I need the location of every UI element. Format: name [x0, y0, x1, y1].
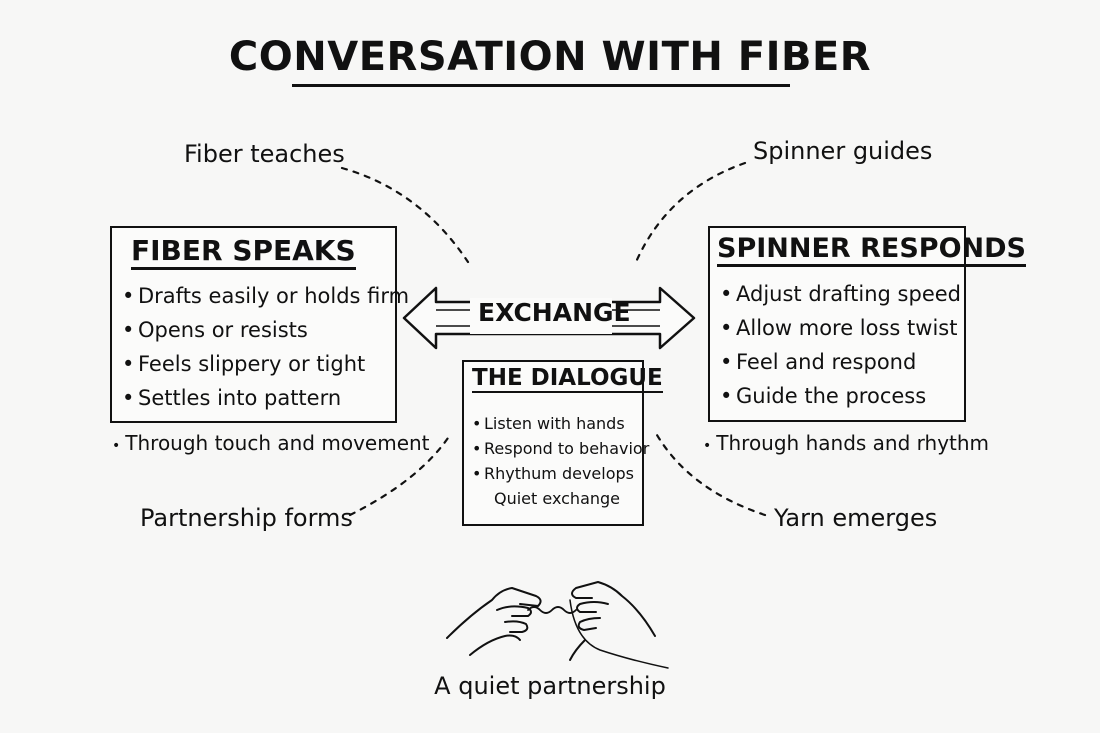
list-item: •Listen with hands — [472, 414, 625, 433]
list-item: •Guide the process — [720, 384, 927, 408]
spinning-hands-icon — [446, 581, 669, 669]
connector-spinner-guides — [634, 161, 747, 264]
exchange-label: EXCHANGE — [478, 298, 631, 327]
list-item: •Adjust drafting speed — [720, 282, 962, 306]
label-yarn-emerges: Yarn emerges — [774, 504, 938, 532]
list-item: Quiet exchange — [494, 489, 621, 508]
page-title: CONVERSATION WITH FIBER — [228, 34, 872, 80]
list-item: •Settles into pattern — [122, 386, 342, 410]
spinner-responds-box: SPINNER RESPONDS •Adjust drafting speed … — [708, 226, 1026, 422]
caption: A quiet partnership — [434, 672, 666, 700]
label-fiber-teaches: Fiber teaches — [184, 140, 345, 168]
dialogue-list: •Listen with hands •Respond to behavior … — [472, 411, 649, 511]
title-underline — [292, 84, 790, 87]
spinner-note: •Through hands and rhythm — [703, 431, 990, 455]
list-item: •Respond to behavior — [472, 439, 650, 458]
spinner-responds-title: SPINNER RESPONDS — [717, 234, 1026, 267]
fiber-speaks-list: •Drafts easily or holds firm •Opens or r… — [122, 279, 409, 415]
list-item: •Rhythum develops — [472, 464, 634, 483]
dialogue-title: THE DIALOGUE — [472, 365, 663, 394]
list-item: •Feel and respond — [720, 350, 917, 374]
spinner-responds-list: •Adjust drafting speed •Allow more loss … — [720, 277, 961, 413]
connector-yarn-emerges — [655, 433, 767, 517]
fiber-speaks-box: FIBER SPEAKS •Drafts easily or holds fir… — [110, 226, 409, 423]
fiber-speaks-title: FIBER SPEAKS — [131, 235, 356, 270]
label-partnership-forms: Partnership forms — [140, 504, 353, 532]
dialogue-box: THE DIALOGUE •Listen with hands •Respond… — [462, 360, 663, 526]
fiber-note: •Through touch and movement — [112, 431, 430, 455]
list-item: •Allow more loss twist — [720, 316, 958, 340]
connector-partnership-forms — [348, 433, 452, 517]
label-spinner-guides: Spinner guides — [753, 137, 933, 165]
list-item: •Drafts easily or holds firm — [122, 284, 410, 308]
list-item: •Feels slippery or tight — [122, 352, 366, 376]
list-item: •Opens or resists — [122, 318, 308, 342]
